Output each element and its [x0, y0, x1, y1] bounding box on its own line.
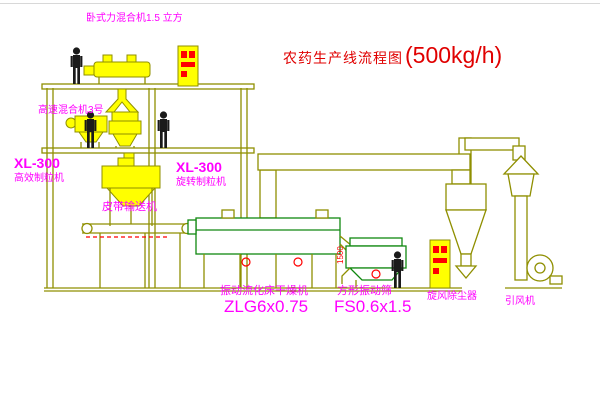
- control-cabinet-right: [429, 239, 451, 289]
- label-horizontal-mixer: 卧式力混合机1.5 立方: [86, 13, 183, 24]
- cyclone-dust-collector: [445, 183, 487, 280]
- label-dryer-model: ZLG6x0.75: [224, 297, 309, 316]
- top-divider: [0, 3, 600, 4]
- label-granulator-left-name: 高效制粒机: [14, 173, 64, 184]
- label-granulator-left-model: XL-300: [14, 155, 60, 171]
- diagram-title: 农药生产线流程图 (500kg/h): [283, 42, 502, 69]
- label-high-speed-mixer: 高速混合机3号: [38, 105, 104, 116]
- horizontal-mixer: [83, 54, 151, 113]
- label-cyclone: 旋风除尘器: [427, 291, 477, 302]
- screen-dimension-text: 1500: [336, 246, 345, 264]
- worker-floor2-right: [157, 111, 170, 148]
- label-dryer-name: 振动流化床干燥机: [220, 285, 308, 297]
- control-cabinet-top: [177, 45, 199, 87]
- granulator-upper: [108, 111, 142, 162]
- exhaust-stack-fan: [502, 155, 563, 285]
- label-granulator-mid-name: 旋转制粒机: [176, 177, 226, 188]
- label-belt-conveyor: 皮带输送机: [102, 201, 157, 213]
- vibrating-screen: [339, 235, 407, 288]
- fluid-bed-dryer: [187, 209, 341, 288]
- granulator-mid: [101, 157, 161, 226]
- label-granulator-mid-model: XL-300: [176, 159, 222, 175]
- title-capacity: (500kg/h): [405, 42, 503, 68]
- label-screen-model: FS0.6x1.5: [334, 297, 412, 316]
- label-fan: 引风机: [505, 296, 535, 307]
- title-text: 农药生产线流程图: [283, 50, 403, 66]
- worker-roof: [70, 47, 83, 84]
- building-structure: [41, 83, 562, 292]
- belt-conveyor: [81, 222, 193, 288]
- label-screen-name: 方形振动筛: [337, 285, 392, 297]
